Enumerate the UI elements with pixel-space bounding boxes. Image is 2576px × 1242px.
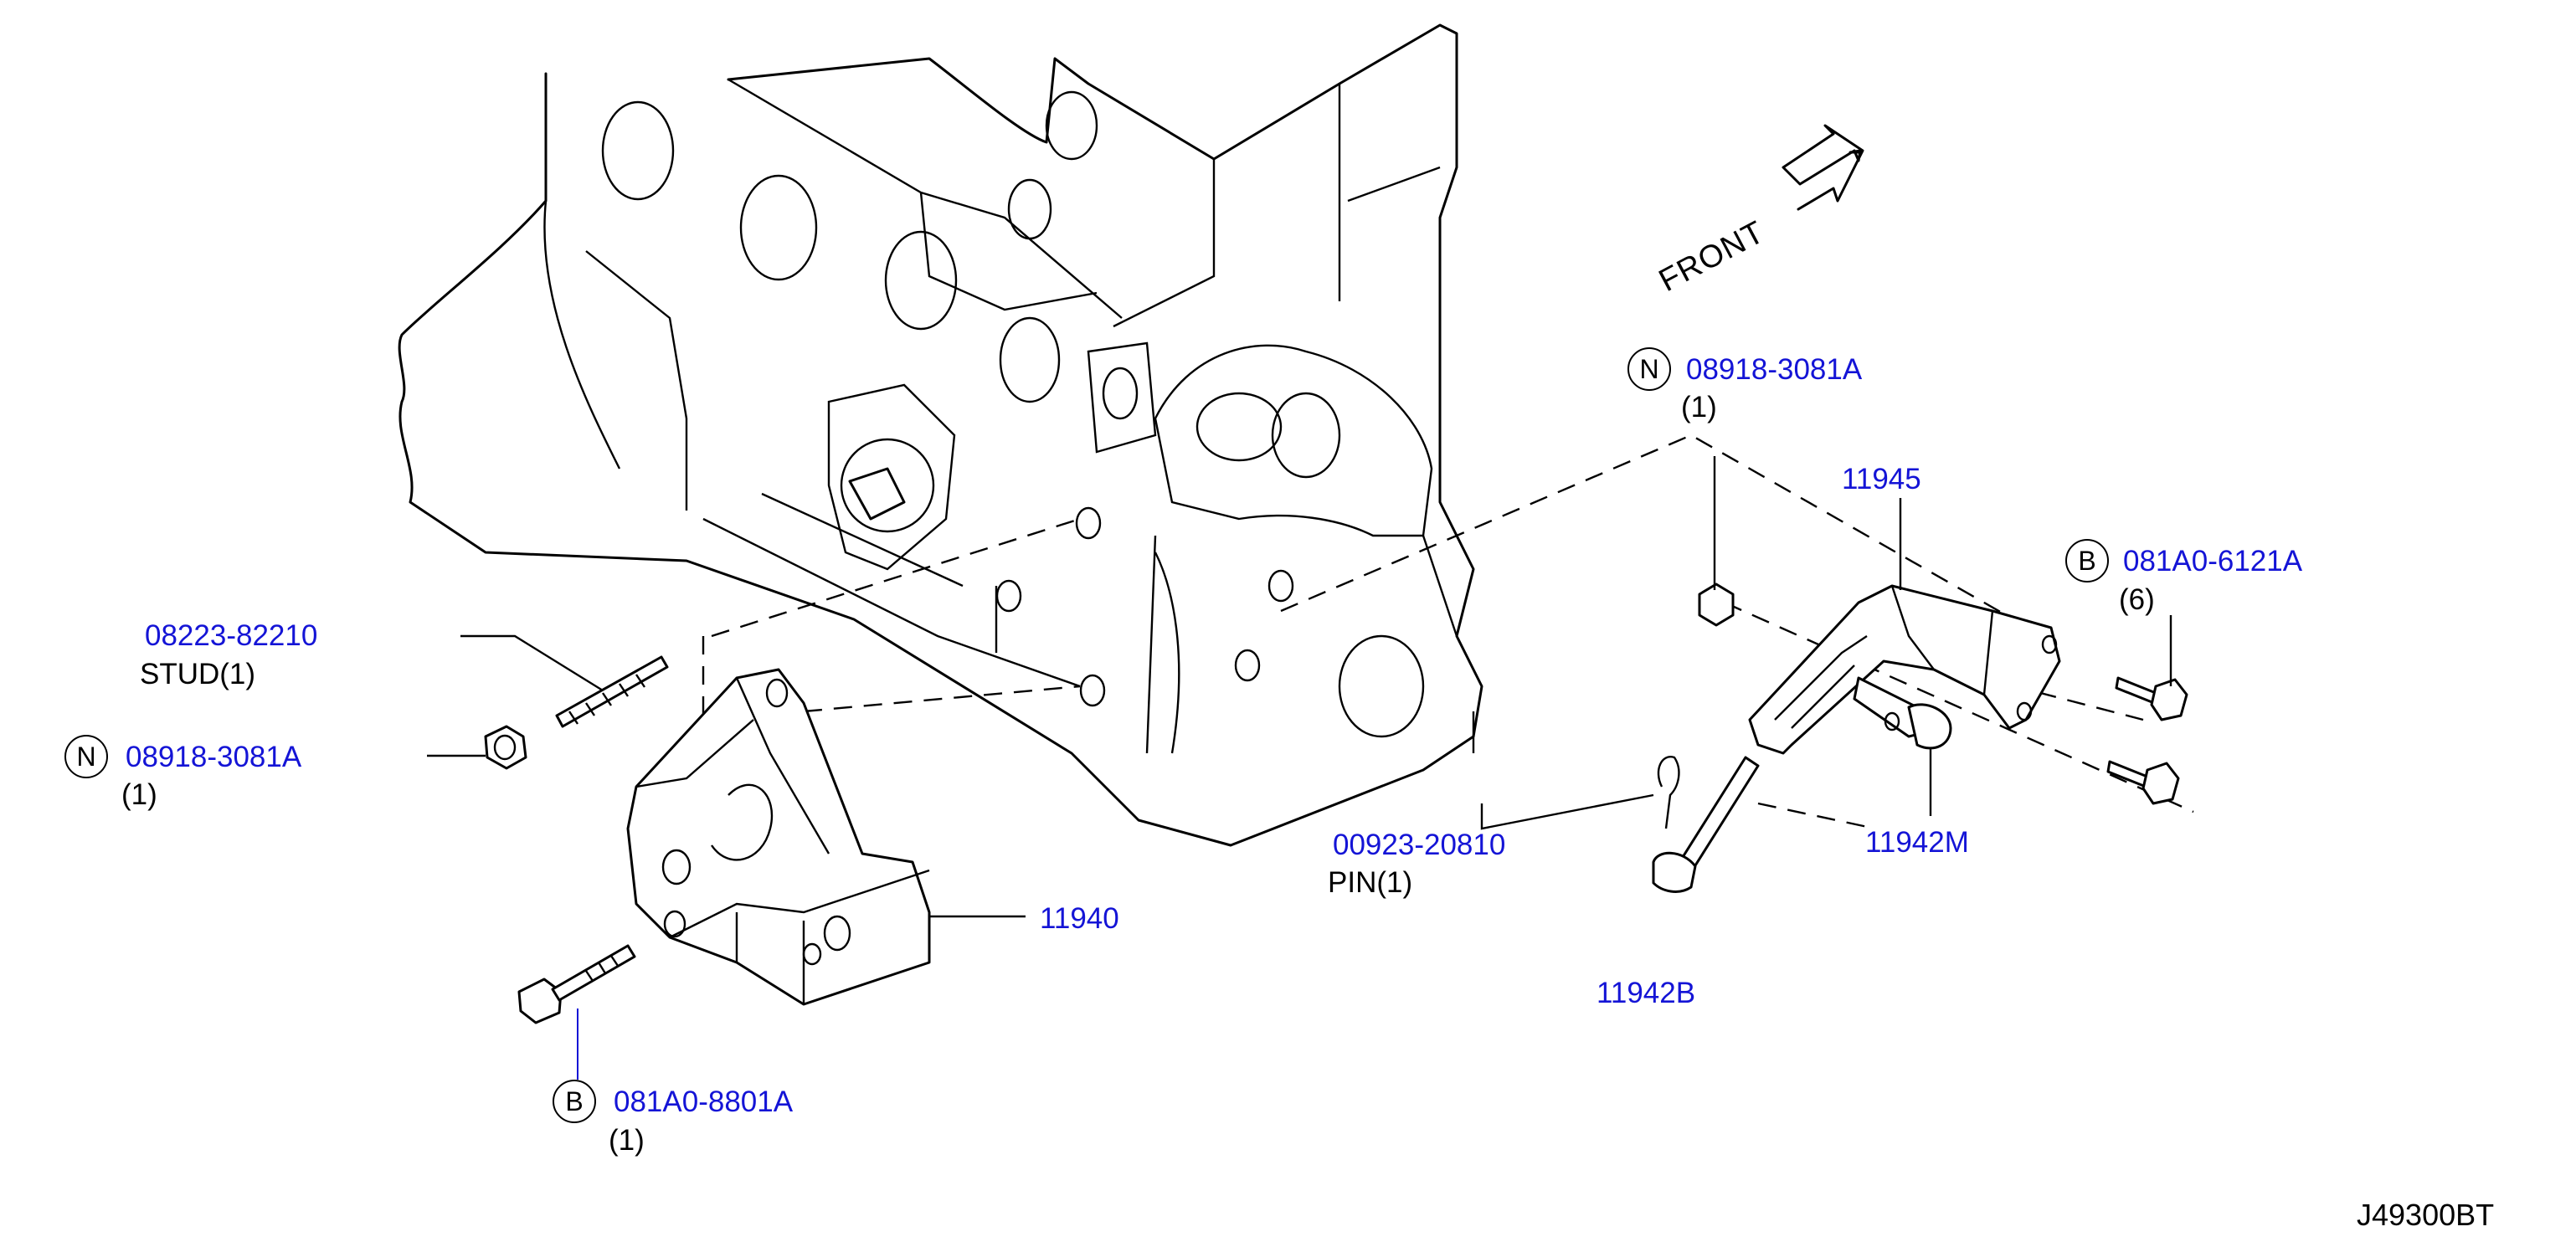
diagram-reference-code: J49300BT: [2357, 1198, 2495, 1232]
engine-block: [398, 23, 1483, 847]
pin-quantity: PIN(1): [1328, 866, 1413, 899]
n-marker: N: [64, 735, 108, 778]
part-number-bolt-long[interactable]: 11942B: [1597, 977, 1696, 1009]
b-marker: B: [553, 1080, 596, 1123]
bolt-bottom: [517, 944, 636, 1024]
part-number-bolt-right[interactable]: 081A0-6121A: [2123, 545, 2303, 577]
bracket-11945: [1748, 584, 2061, 755]
bolt-long-11942b: [1652, 756, 1760, 893]
part-number-bracket-left[interactable]: 11940: [1040, 902, 1119, 935]
part-number-pin[interactable]: 00923-20810: [1333, 829, 1506, 861]
spacer-11942m: [1853, 676, 1952, 750]
part-number-bracket-right[interactable]: 11945: [1842, 463, 1921, 495]
pin: [1657, 756, 1680, 829]
stud: [555, 655, 669, 728]
bracket-11940: [626, 668, 931, 1006]
bolt-right-quantity: (6): [2119, 583, 2155, 616]
part-number-bolt-bottom[interactable]: 081A0-8801A: [614, 1085, 794, 1118]
leader-lines: [427, 456, 2172, 1080]
part-number-nut-right[interactable]: 08918-3081A: [1686, 353, 1863, 386]
nut-left: [484, 725, 527, 770]
nut-right-quantity: (1): [1681, 391, 1717, 423]
stud-quantity: STUD(1): [140, 658, 256, 690]
part-number-nut-left[interactable]: 08918-3081A: [126, 741, 302, 773]
nut-left-quantity: (1): [121, 778, 157, 811]
nut-right: [1698, 583, 1735, 627]
bolt-bottom-quantity: (1): [609, 1124, 645, 1157]
part-number-spacer[interactable]: 11942M: [1865, 826, 1969, 859]
front-arrow-icon: [1782, 124, 1864, 211]
n-marker: N: [1627, 347, 1671, 391]
bolts-right: [2106, 676, 2188, 805]
part-number-stud[interactable]: 08223-82210: [145, 619, 318, 652]
b-marker: B: [2065, 539, 2109, 583]
